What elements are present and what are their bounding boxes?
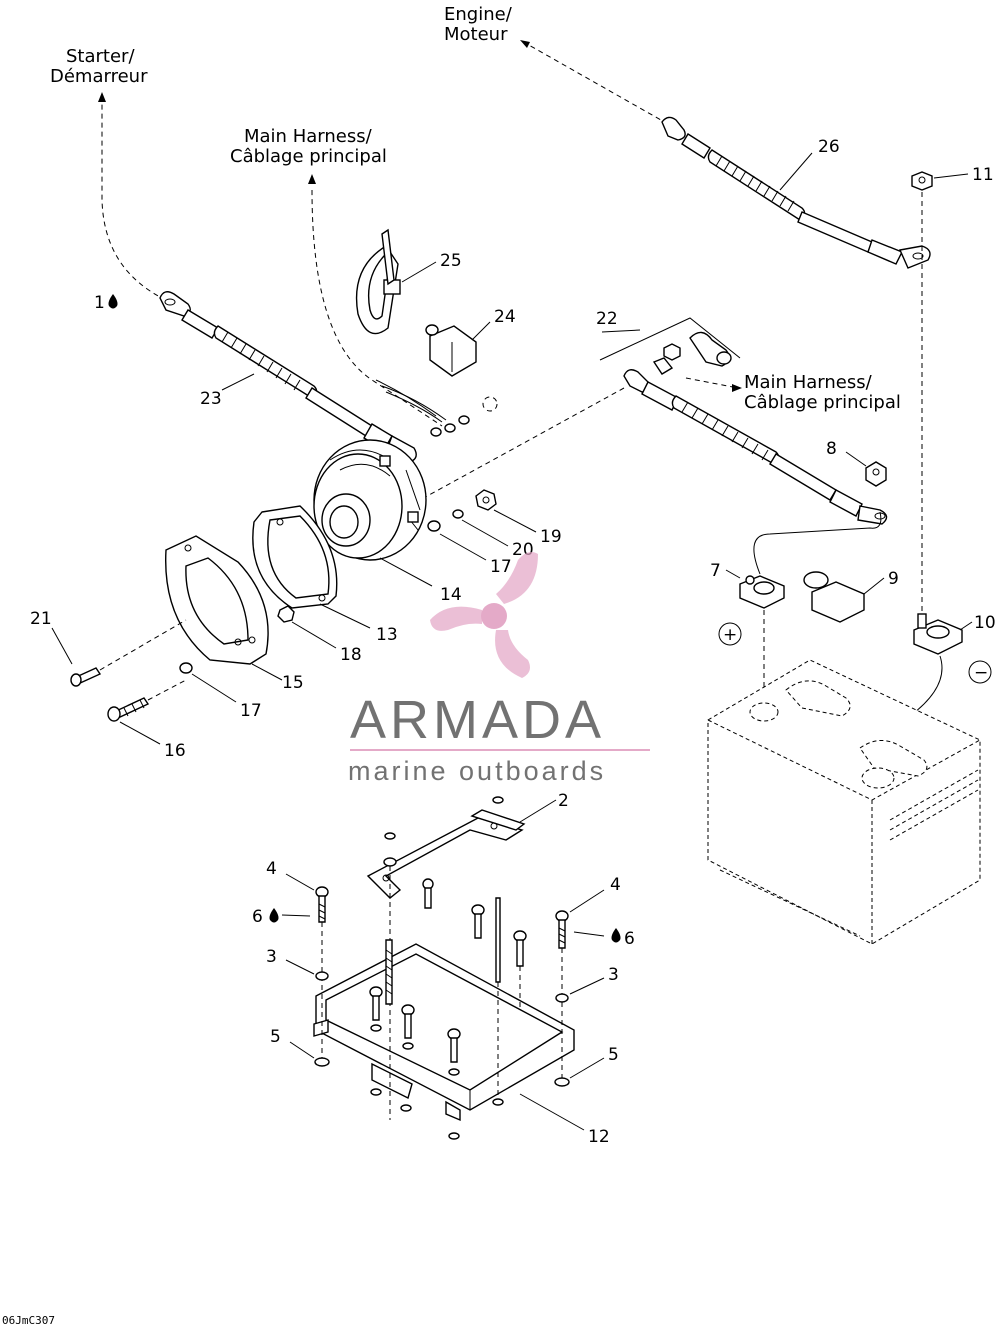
callout-harness-right: Main Harness/ Câblage principal [744, 372, 901, 413]
ref-17b: 17 [240, 701, 262, 721]
washer-20: 20 [452, 509, 534, 560]
ref-2: 2 [558, 791, 569, 811]
ref-7: 7 [710, 561, 721, 581]
ref-14: 14 [440, 585, 462, 605]
ref-21: 21 [30, 609, 52, 629]
solenoid-14: 14 [313, 439, 462, 605]
harness-top-label: Main Harness/ [244, 126, 373, 147]
ref-19: 19 [540, 527, 562, 547]
nut-8: 8 [826, 439, 887, 487]
ref-11: 11 [972, 165, 994, 185]
nut-11: 11 [911, 165, 994, 612]
screw-16: 16 [107, 679, 187, 761]
drop-icon [269, 908, 279, 923]
ref-17a: 17 [490, 557, 512, 577]
ref-10: 10 [974, 613, 996, 633]
harness-top-label-fr: Câblage principal [230, 146, 387, 167]
ref-25: 25 [440, 251, 462, 271]
ref-4a: 4 [266, 859, 277, 879]
ref-12: 12 [588, 1127, 610, 1147]
ref-3a: 3 [266, 947, 277, 967]
negative-marker: − [968, 660, 992, 684]
ref-22: 22 [596, 309, 618, 329]
harness-right-label: Main Harness/ [744, 372, 873, 393]
ref-18: 18 [340, 645, 362, 665]
drawing-code: 06JmC307 [2, 1314, 55, 1327]
harness-cable-22: 22 [419, 309, 888, 525]
ref-5a: 5 [270, 1027, 281, 1047]
washer-17-bottom: 17 [179, 662, 262, 721]
washer-3-right: 3 [555, 965, 619, 1003]
tray-fasteners [369, 832, 527, 1140]
washer-5-left: 5 [270, 1027, 330, 1067]
engine-cable-26: 26 [519, 39, 931, 269]
ref-26: 26 [818, 137, 840, 157]
battery [707, 659, 981, 945]
starter-cable-23: 23 1 [94, 92, 417, 463]
mount-plate-15: 15 [164, 535, 304, 693]
ref-24: 24 [494, 307, 516, 327]
negative-sign: − [974, 663, 988, 683]
ref-3b: 3 [608, 965, 619, 985]
propeller-logo [430, 552, 538, 678]
ref-6b: 6 [624, 929, 635, 949]
ref-5b: 5 [608, 1045, 619, 1065]
screw-4-right: 4 6 [555, 875, 635, 1080]
cable-tie-25: 25 [355, 228, 462, 335]
callout-engine: Engine/ Moteur [444, 4, 513, 45]
ref-16: 16 [164, 741, 186, 761]
screw-4-left: 4 6 [252, 859, 329, 1060]
ref-13: 13 [376, 625, 398, 645]
drop-icon [611, 928, 621, 943]
callout-harness-top: Main Harness/ Câblage principal [230, 126, 387, 167]
positive-marker: + [718, 622, 742, 646]
bracket-2: 2 [366, 791, 569, 899]
watermark-title: ARMADA [350, 690, 605, 750]
gasket-13: 13 [252, 505, 398, 645]
drop-icon [108, 294, 118, 309]
terminal-cover-9: 9 [803, 569, 899, 623]
screw-21: 21 [30, 609, 187, 687]
ref-4b: 4 [610, 875, 621, 895]
ref-9: 9 [888, 569, 899, 589]
ref-8: 8 [826, 439, 837, 459]
engine-label: Engine/ [444, 4, 513, 25]
harness-right-label-fr: Câblage principal [744, 392, 901, 413]
washer-17-top: 17 [427, 520, 512, 577]
harness-wires-top [308, 174, 498, 437]
terminal-cover-24: 24 [425, 307, 516, 377]
nut-18: 18 [277, 605, 362, 665]
starter-label-fr: Démarreur [50, 66, 148, 87]
positive-sign: + [723, 625, 737, 645]
ref-23: 23 [200, 389, 222, 409]
watermark: ARMADA marine outboards [348, 552, 650, 786]
callout-starter: Starter/ Démarreur [50, 46, 148, 87]
ref-6a: 6 [252, 907, 263, 927]
terminal-clamp-7: 7 [710, 511, 882, 708]
battery-tray-12: 12 [313, 943, 610, 1147]
nut-19: 19 [475, 489, 562, 547]
engine-label-fr: Moteur [444, 24, 508, 45]
washer-5-right: 5 [554, 1045, 619, 1087]
washer-3-left: 3 [266, 947, 329, 981]
ref-1: 1 [94, 293, 105, 313]
watermark-subtitle: marine outboards [348, 756, 606, 786]
starter-label: Starter/ [66, 46, 135, 67]
ref-15: 15 [282, 673, 304, 693]
